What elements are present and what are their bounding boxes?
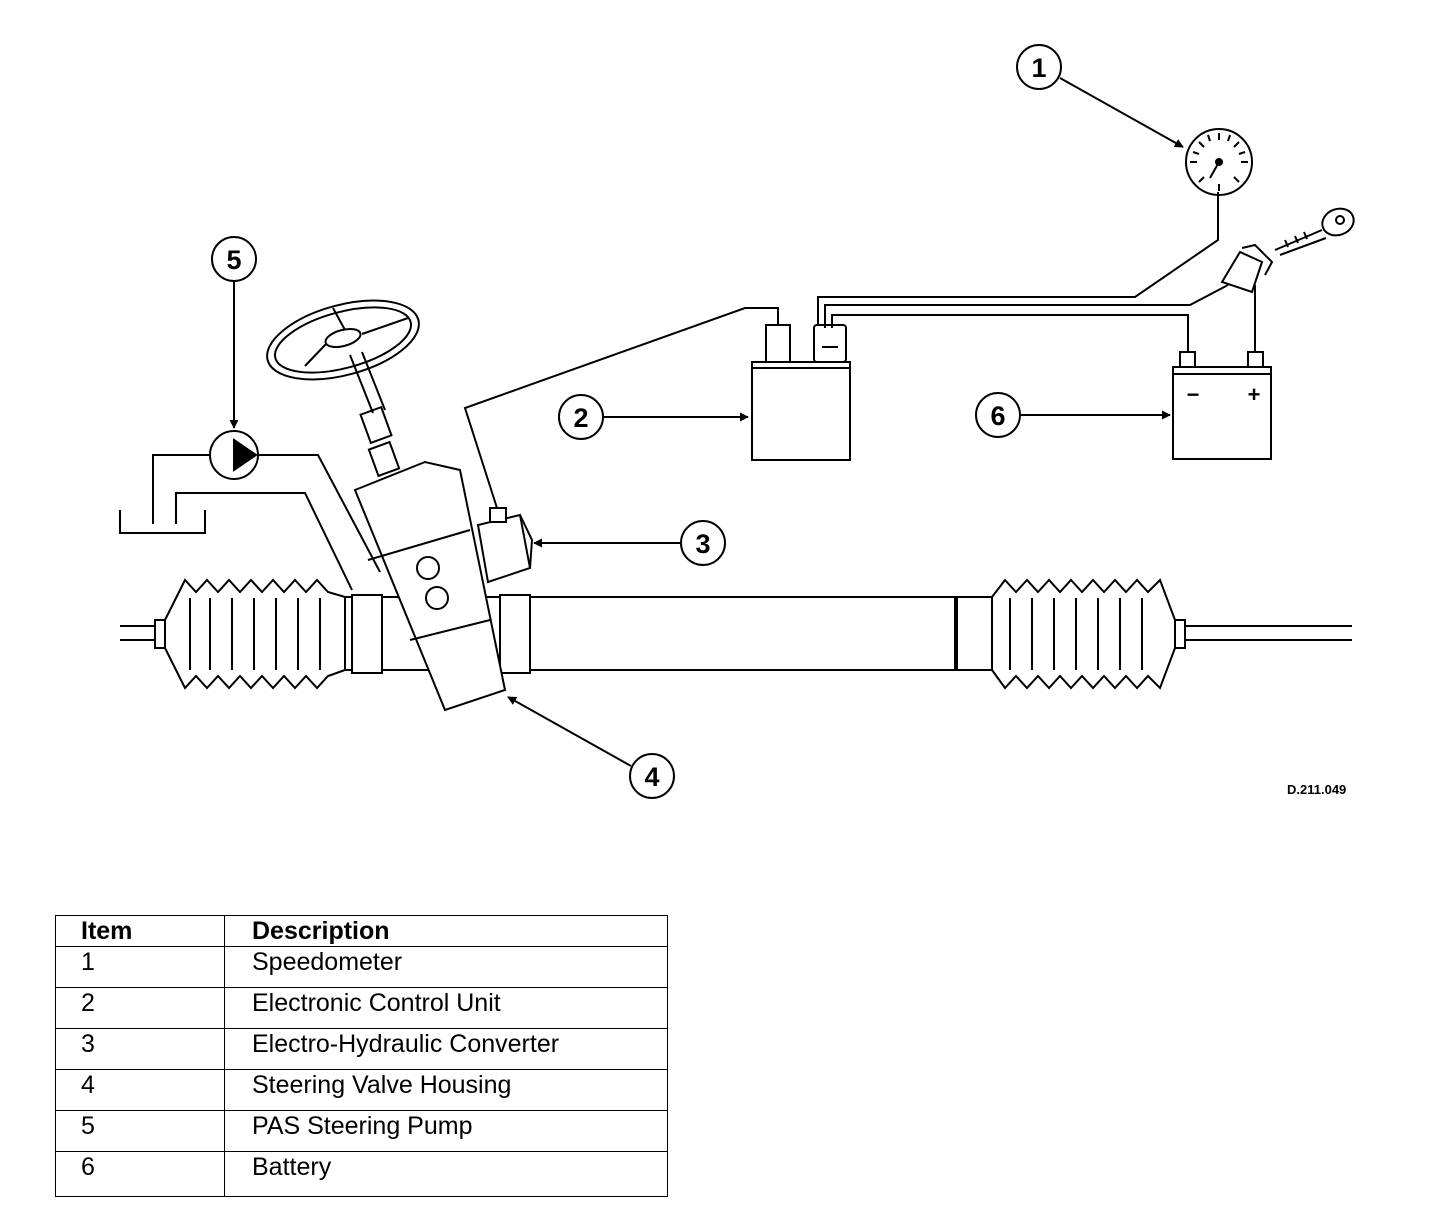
- legend-row: 5 PAS Steering Pump: [55, 1110, 668, 1152]
- steering-system-diagram: 1 2 3 4 5 6 − + D.211.049: [119, 44, 1355, 799]
- legend-row: 3 Electro-Hydraulic Converter: [55, 1028, 668, 1070]
- reservoir-icon: [119, 454, 353, 591]
- pump-icon: [209, 430, 259, 480]
- legend-item-number: 4: [55, 1069, 225, 1111]
- leader-arrow-1: [1059, 77, 1184, 148]
- callout-5: 5: [226, 245, 241, 275]
- legend-item-number: 2: [55, 987, 225, 1029]
- legend-item-description: Speedometer: [224, 946, 668, 988]
- figure-code: D.211.049: [1287, 782, 1346, 797]
- leader-arrow-4: [507, 696, 632, 767]
- ecu-icon: [751, 324, 851, 461]
- callout-2: 2: [573, 403, 588, 433]
- legend-row: 1 Speedometer: [55, 946, 668, 988]
- legend-item-number: 3: [55, 1028, 225, 1070]
- gaiter-icon: [164, 578, 346, 690]
- legend-item-description: Electronic Control Unit: [224, 987, 668, 1029]
- legend-header-row: Item Description: [55, 915, 668, 947]
- legend-table: Item Description 1 Speedometer 2 Electro…: [55, 915, 668, 1197]
- callout-circle-1: [1016, 44, 1062, 90]
- callout-6: 6: [990, 401, 1005, 431]
- legend-item-number: 1: [55, 946, 225, 988]
- legend-item-description: Battery: [224, 1151, 668, 1197]
- ignition-switch-icon: [1220, 243, 1274, 294]
- legend-item-description: PAS Steering Pump: [224, 1110, 668, 1152]
- legend-header-description: Description: [224, 915, 668, 947]
- legend-row: 6 Battery: [55, 1151, 668, 1197]
- ignition-key-icon: [1274, 207, 1355, 256]
- callout-4: 4: [644, 762, 659, 792]
- legend-item-number: 6: [55, 1151, 225, 1197]
- callout-1: 1: [1031, 53, 1046, 83]
- electro-hydraulic-converter: [476, 507, 534, 584]
- steering-rack: [120, 596, 1352, 671]
- callout-circle-4: [629, 753, 675, 799]
- legend-row: 4 Steering Valve Housing: [55, 1069, 668, 1111]
- steering-wheel-icon: [266, 299, 420, 478]
- steering-valve-housing: [353, 460, 507, 712]
- legend-item-description: Electro-Hydraulic Converter: [224, 1028, 668, 1070]
- battery-icon: [1172, 351, 1272, 460]
- battery-negative-label: −: [1187, 382, 1200, 407]
- callout-3: 3: [695, 529, 710, 559]
- gaiter-icon: [991, 578, 1176, 690]
- wiring: [463, 192, 1256, 509]
- speedometer-icon: [1185, 128, 1253, 196]
- legend-row: 2 Electronic Control Unit: [55, 987, 668, 1029]
- legend-item-number: 5: [55, 1110, 225, 1152]
- legend-header-item: Item: [55, 915, 225, 947]
- battery-positive-label: +: [1248, 382, 1261, 407]
- pressure-hose: [258, 454, 381, 573]
- legend-item-description: Steering Valve Housing: [224, 1069, 668, 1111]
